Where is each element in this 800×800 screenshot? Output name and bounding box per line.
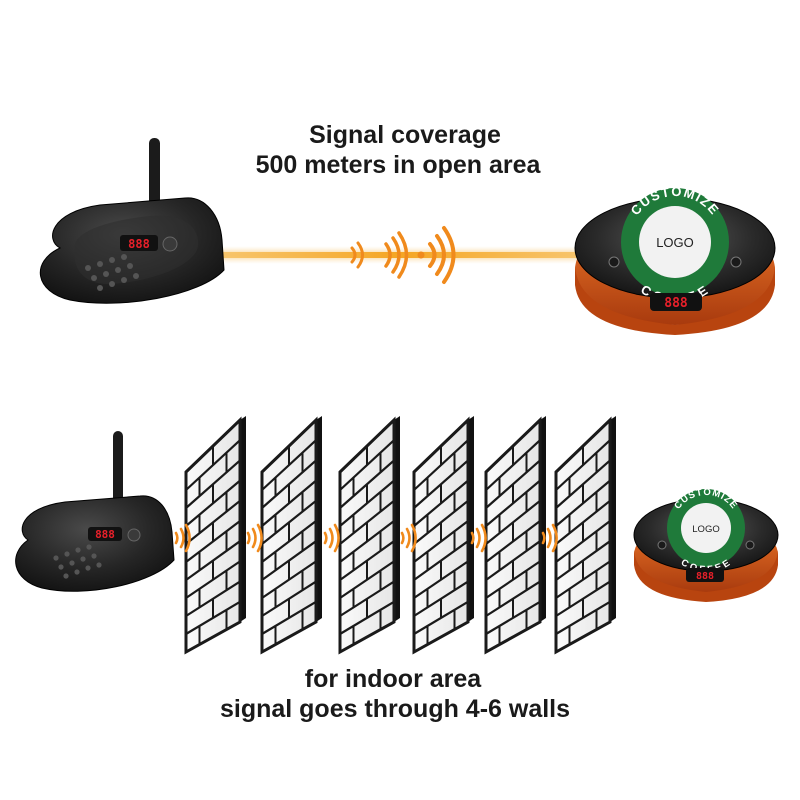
pager-led-display: [686, 568, 724, 582]
keypad: [53, 544, 102, 579]
transmitter-device: 888: [39, 138, 225, 304]
signal-wave-icon: [470, 523, 487, 553]
pager-device: CUSTOMIZE COFFEE LOGO 888: [574, 184, 776, 335]
pager-led-display: [650, 293, 702, 311]
walls-group: [184, 416, 616, 655]
transmitter-main-button: [162, 236, 178, 252]
bottom-caption: for indoor area signal goes through 4-6 …: [0, 664, 800, 724]
signal-wave-icon: [174, 523, 191, 553]
wall-waves-group: [174, 523, 558, 553]
bottom-caption-line2: signal goes through 4-6 walls: [219, 695, 571, 723]
pager-device: CUSTOMIZE COFFEE LOGO 888: [633, 487, 779, 602]
top-caption: Signal coverage 500 meters in open area: [0, 120, 800, 180]
transmitter-display-text: 888: [95, 528, 115, 541]
wall: [338, 416, 400, 655]
signal-wave-icon: [246, 523, 263, 553]
signal-wave-icon: [350, 226, 456, 284]
transmitter-led-display: [120, 235, 158, 251]
transmitter-device: 888: [15, 431, 175, 592]
transmitter-led-display: [88, 527, 122, 541]
pager-stud: [657, 540, 667, 550]
pager-stud: [730, 256, 742, 268]
pager-stud: [745, 540, 755, 550]
wall: [484, 416, 546, 655]
transmitter-display-text: 888: [128, 237, 150, 251]
logo-text: LOGO: [692, 524, 719, 535]
keypad: [85, 254, 139, 291]
pager-stud: [608, 256, 620, 268]
signal-wave-icon: [400, 523, 417, 553]
top-caption-line2: 500 meters in open area: [255, 151, 541, 179]
transmitter-main-button: [127, 528, 141, 542]
pager-display-text: 888: [696, 571, 714, 582]
wall: [260, 416, 322, 655]
wall: [412, 416, 474, 655]
signal-wave-icon: [541, 523, 558, 553]
bottom-caption-line1: for indoor area: [304, 665, 482, 693]
wall: [184, 416, 246, 655]
logo-center: [639, 206, 711, 278]
wall: [554, 416, 616, 655]
signal-wave-icon: [323, 523, 340, 553]
pager-display-text: 888: [664, 296, 688, 311]
logo-text: LOGO: [656, 235, 694, 250]
logo-center: [681, 503, 731, 553]
top-caption-line1: Signal coverage: [309, 121, 501, 149]
